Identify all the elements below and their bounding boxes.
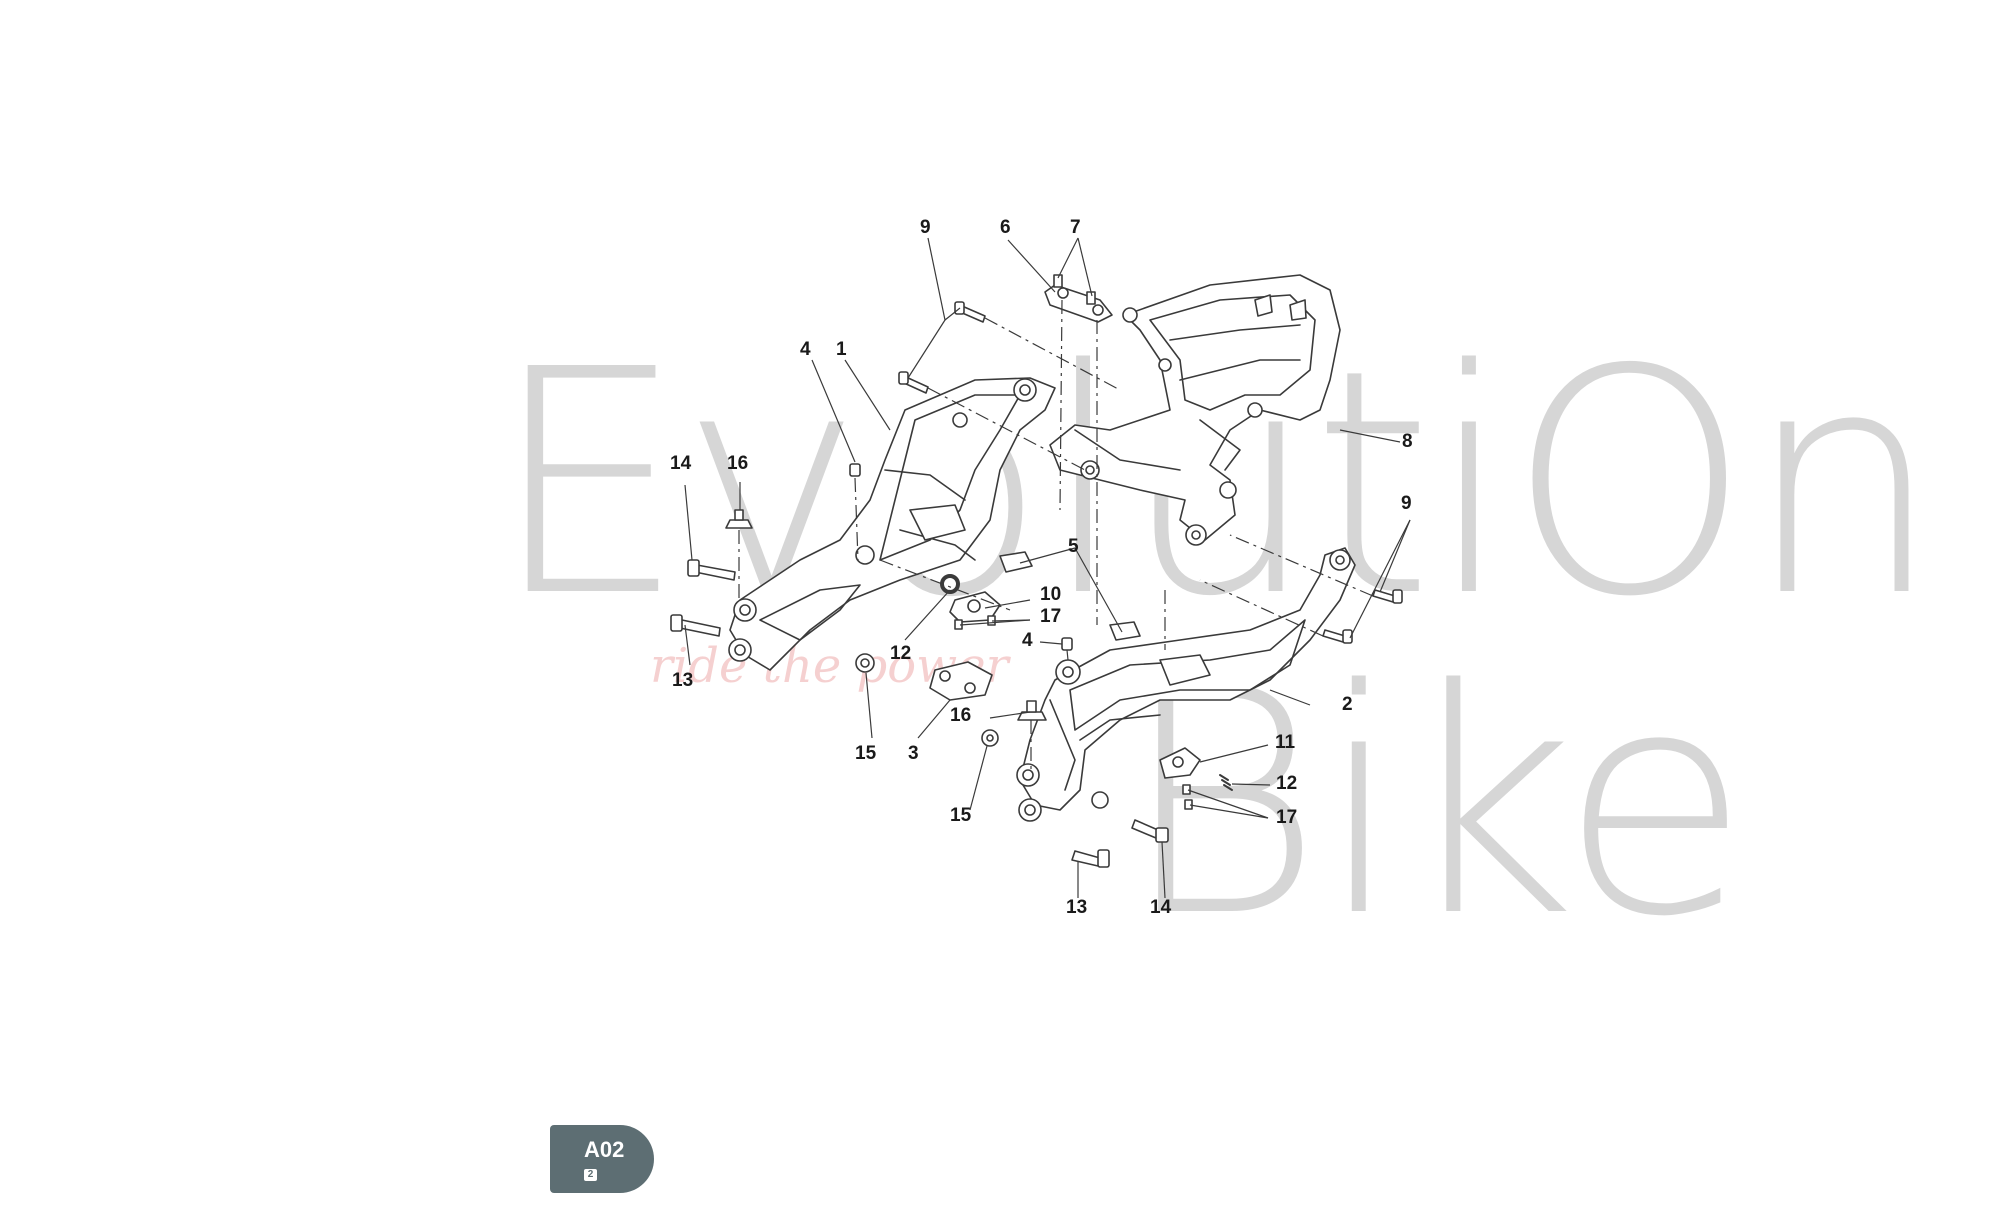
page-number: 2 — [584, 1169, 597, 1181]
callout-15-left: 15 — [855, 743, 877, 764]
part-15-bushings — [855, 653, 999, 747]
callout-6: 6 — [1000, 217, 1011, 238]
callout-16-left: 16 — [727, 453, 749, 474]
callout-17-right: 17 — [1276, 807, 1298, 828]
callout-9-right: 9 — [1401, 493, 1412, 514]
assembly-axes — [738, 299, 1374, 770]
callout-7: 7 — [1070, 217, 1081, 238]
callout-2: 2 — [1342, 694, 1353, 715]
callout-17-center: 17 — [1040, 606, 1062, 627]
callout-11: 11 — [1275, 732, 1296, 753]
leader-lines — [684, 237, 1411, 899]
callout-14-bottom: 14 — [1150, 897, 1172, 918]
part-13-bolts — [670, 614, 1110, 868]
callout-4-top: 4 — [800, 339, 811, 360]
callout-16-center: 16 — [950, 705, 972, 726]
part-10-plate — [949, 591, 1001, 623]
callout-3: 3 — [908, 743, 919, 764]
callout-15-center: 15 — [950, 805, 972, 826]
part-9-bolts-right — [1322, 589, 1403, 644]
callout-12-left: 12 — [890, 643, 912, 664]
part-16-fasteners — [725, 509, 1047, 721]
part-17-screws — [954, 615, 1193, 810]
diagram-code: A02 — [584, 1137, 625, 1162]
part-11-bracket — [1159, 747, 1201, 779]
callout-5: 5 — [1068, 536, 1079, 557]
callout-13-bottom: 13 — [1066, 897, 1088, 918]
diagram-code-badge: A02 2 — [550, 1125, 654, 1193]
part-2-right-frame — [1016, 547, 1356, 822]
callout-1: 1 — [836, 339, 847, 360]
callout-9-top: 9 — [920, 217, 931, 238]
callout-10: 10 — [1040, 584, 1062, 605]
part-3-bracket — [929, 661, 993, 701]
part-8-rear-subframe — [1049, 274, 1341, 546]
callout-12-right: 12 — [1276, 773, 1298, 794]
callout-8: 8 — [1402, 431, 1413, 452]
callout-13-left: 13 — [672, 670, 694, 691]
part-9-bolts-left — [898, 301, 986, 394]
callout-4-center: 4 — [1022, 630, 1033, 651]
part-5-clip-nuts — [999, 551, 1141, 641]
part-1-left-frame — [728, 377, 1056, 671]
part-6-link-plate — [1044, 284, 1113, 323]
part-14-bolts — [687, 559, 1169, 843]
callout-14-left: 14 — [670, 453, 692, 474]
